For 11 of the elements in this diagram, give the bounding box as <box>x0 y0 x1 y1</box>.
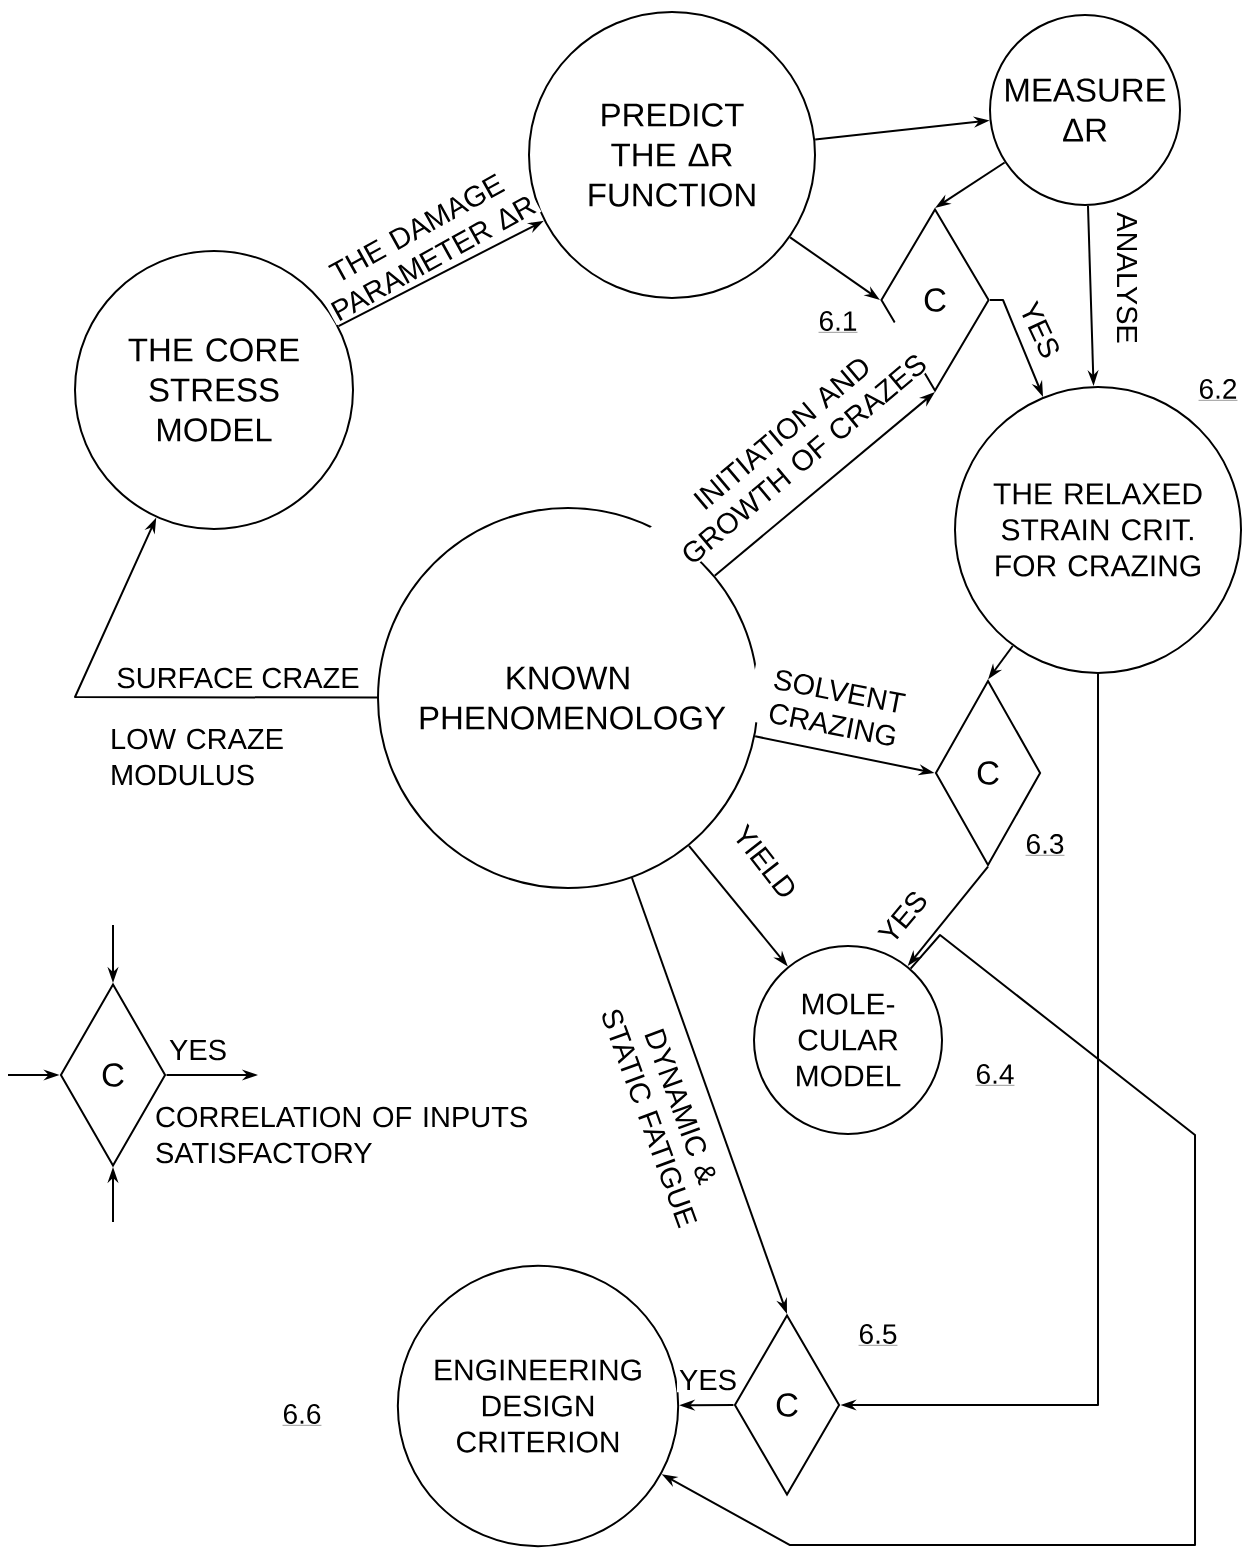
callout-number: 6.3 <box>1025 834 1065 856</box>
callout-number: 6.5 <box>858 1324 898 1346</box>
edge-label: ANALYSE <box>1114 210 1140 346</box>
edge-label: YES <box>1015 296 1065 364</box>
edge-label: SOLVENT CRAZING <box>745 662 927 754</box>
note-text: LOW CRAZE MODULUS <box>112 728 283 786</box>
callout-number: 6.4 <box>975 1064 1015 1086</box>
edge-label: YES <box>167 1037 229 1063</box>
edge-label: YES <box>677 1367 739 1393</box>
edge-label: SURFACE CRAZE <box>114 665 362 691</box>
callout-number: 6.6 <box>282 1404 322 1426</box>
